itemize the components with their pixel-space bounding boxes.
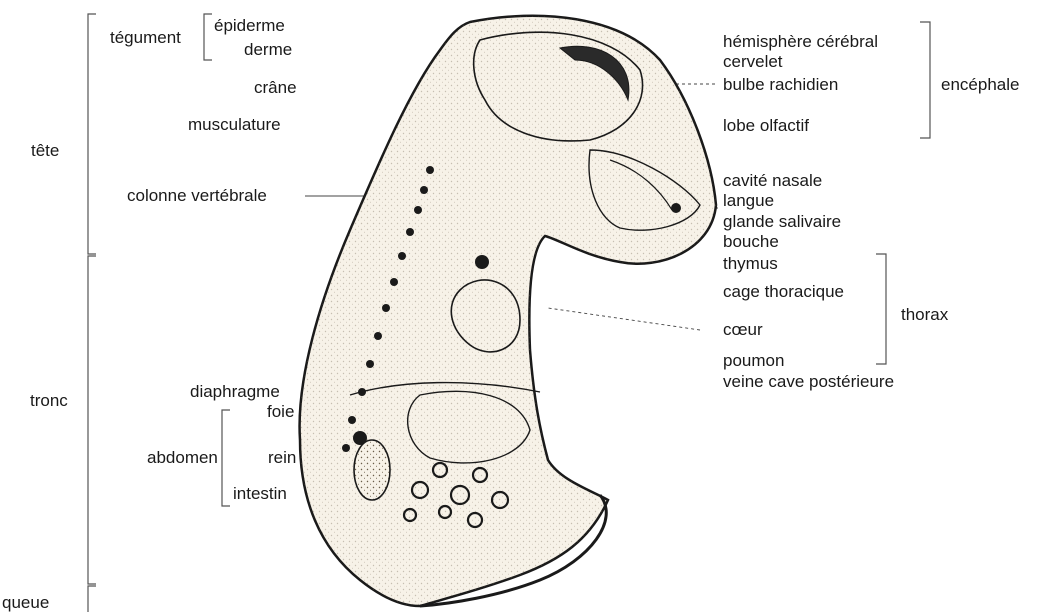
- label-abdomen: abdomen: [147, 448, 218, 468]
- label-glande-salivaire: glande salivaire: [723, 212, 841, 232]
- label-bouche: bouche: [723, 232, 779, 252]
- label-tronc: tronc: [30, 391, 68, 411]
- label-cavite-nasale: cavité nasale: [723, 171, 822, 191]
- kidney-region: [354, 440, 390, 500]
- label-thorax: thorax: [901, 305, 948, 325]
- label-langue: langue: [723, 191, 774, 211]
- label-rein: rein: [268, 448, 296, 468]
- label-thymus: thymus: [723, 254, 778, 274]
- label-tete: tête: [31, 141, 59, 161]
- label-epiderme: épiderme: [214, 16, 285, 36]
- label-crane: crâne: [254, 78, 297, 98]
- label-cervelet: cervelet: [723, 52, 783, 72]
- label-derme: derme: [244, 40, 292, 60]
- label-tegument: tégument: [110, 28, 181, 48]
- label-lobe-olfactif: lobe olfactif: [723, 116, 809, 136]
- label-veine-cave-posterieure: veine cave postérieure: [723, 372, 894, 392]
- label-encephale: encéphale: [941, 75, 1019, 95]
- label-colonne-vertebrale: colonne vertébrale: [127, 186, 267, 206]
- label-diaphragme: diaphragme: [190, 382, 280, 402]
- label-intestin: intestin: [233, 484, 287, 504]
- label-foie: foie: [267, 402, 294, 422]
- label-queue: queue: [2, 593, 49, 613]
- label-bulbe-rachidien: bulbe rachidien: [723, 75, 838, 95]
- label-poumon: poumon: [723, 351, 784, 371]
- label-musculature: musculature: [188, 115, 281, 135]
- label-cage-thoracique: cage thoracique: [723, 282, 844, 302]
- label-coeur: cœur: [723, 320, 763, 340]
- label-hemisphere-cerebral: hémisphère cérébral: [723, 32, 878, 52]
